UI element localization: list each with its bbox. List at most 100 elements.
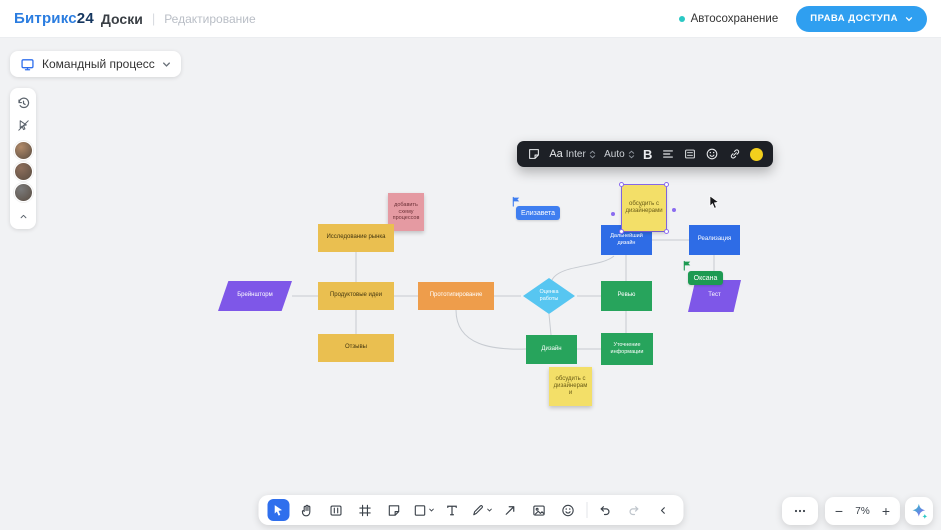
collapse-toolbar-button[interactable] xyxy=(652,499,674,521)
collaborator-avatar-2[interactable] xyxy=(13,162,33,181)
ellipsis-icon xyxy=(794,509,806,513)
top-header: Битрикс24 Доски | Редактирование Автосох… xyxy=(0,0,941,38)
emoji-icon xyxy=(562,504,574,516)
undo-button[interactable] xyxy=(594,499,616,521)
node-label: Уточнение информации xyxy=(610,342,644,355)
shape-tool[interactable] xyxy=(412,499,434,521)
cursor-icon xyxy=(274,504,283,516)
node-label: Ревью xyxy=(617,292,636,299)
chevron-updown-icon xyxy=(628,150,634,158)
redo-icon xyxy=(629,505,639,515)
header-divider: | xyxy=(151,11,156,26)
node-label: обсудить с дизайнерами xyxy=(625,200,663,214)
node-label: Брейншторм xyxy=(237,292,273,299)
image-icon xyxy=(533,504,545,516)
shape-icon xyxy=(414,504,425,516)
ai-assistant-button[interactable] xyxy=(905,497,933,525)
text-tool[interactable] xyxy=(441,499,463,521)
emoji-tool[interactable] xyxy=(557,499,579,521)
node-label: Тест xyxy=(708,292,721,299)
node-work-review[interactable]: Оценка работы xyxy=(523,278,575,314)
node-info-clarify[interactable]: Уточнение информации xyxy=(601,333,653,365)
align-icon xyxy=(662,150,673,158)
align-button[interactable] xyxy=(661,147,675,161)
color-swatch-button[interactable] xyxy=(749,147,763,161)
hide-cursors-button[interactable] xyxy=(15,117,31,133)
collapse-left-toolbar-button[interactable] xyxy=(15,208,31,224)
board-name-selector[interactable]: Командный процесс xyxy=(10,51,181,77)
pen-icon xyxy=(472,504,483,515)
sparkle-icon xyxy=(911,503,927,519)
bitrix24-logo[interactable]: Битрикс24 xyxy=(14,10,94,27)
access-rights-label: ПРАВА ДОСТУПА xyxy=(810,13,898,24)
zoom-out-button[interactable]: − xyxy=(829,500,849,522)
more-options-button[interactable] xyxy=(782,497,818,525)
collaborator-avatar-1[interactable] xyxy=(13,141,33,160)
node-label: Дизайн xyxy=(541,345,562,352)
pen-tool[interactable] xyxy=(470,499,492,521)
zoom-in-button[interactable]: + xyxy=(876,500,896,522)
emoji-icon xyxy=(706,148,718,160)
collaborator-avatar-3[interactable] xyxy=(13,183,33,202)
access-rights-button[interactable]: ПРАВА ДОСТУПА xyxy=(796,5,927,32)
node-label: добавить схему процессов xyxy=(392,202,420,222)
arrow-tool[interactable] xyxy=(499,499,521,521)
selection-handle[interactable] xyxy=(619,182,624,187)
sticky-note-icon xyxy=(529,149,539,159)
board-icon xyxy=(21,58,34,70)
node-implementation[interactable]: Реализация xyxy=(689,225,740,255)
text-icon xyxy=(447,505,457,515)
chevron-down-icon xyxy=(486,508,492,512)
selection-handle[interactable] xyxy=(664,182,669,187)
selection-handle[interactable] xyxy=(619,229,624,234)
hand-tool[interactable] xyxy=(296,499,318,521)
node-label: Оценка работы xyxy=(539,289,559,302)
font-size-select[interactable]: Auto xyxy=(604,149,635,160)
font-select[interactable]: Aa Inter xyxy=(549,148,595,160)
node-prototyping[interactable]: Прототипирование xyxy=(418,282,494,310)
sticker-tool[interactable] xyxy=(383,499,405,521)
sticky-discuss-designers[interactable]: обсудить с дизайнерами xyxy=(549,367,592,406)
node-market-research[interactable]: Исследование рынка xyxy=(318,224,394,252)
chevron-down-icon xyxy=(162,61,170,67)
frame-tool[interactable] xyxy=(354,499,376,521)
node-label: Продуктовые идеи xyxy=(329,292,383,299)
chevron-updown-icon xyxy=(589,150,595,158)
arrow-icon xyxy=(505,505,515,515)
link-button[interactable] xyxy=(728,147,742,161)
node-product-ideas[interactable]: Продуктовые идеи xyxy=(318,282,394,310)
font-sample: Aa xyxy=(549,148,563,160)
node-brainstorm[interactable]: Брейншторм xyxy=(218,281,292,311)
autosave-dot-icon xyxy=(678,15,685,22)
node-review[interactable]: Ревью xyxy=(601,281,652,311)
history-button[interactable] xyxy=(15,95,31,111)
color-swatch xyxy=(749,147,763,161)
text-card-icon xyxy=(685,149,695,159)
link-icon xyxy=(730,149,739,159)
sticky-note-icon xyxy=(388,504,400,516)
redo-button[interactable] xyxy=(623,499,645,521)
node-label: Прототипирование xyxy=(429,292,483,299)
card-text-button[interactable] xyxy=(683,147,697,161)
cursor-pointer-icon xyxy=(708,195,721,210)
selection-handle[interactable] xyxy=(664,229,669,234)
user-tag-oksana[interactable]: Оксана xyxy=(688,271,723,285)
image-tool[interactable] xyxy=(528,499,550,521)
emoji-button[interactable] xyxy=(705,147,719,161)
flag-icon xyxy=(682,260,693,271)
user-tag-elizaveta[interactable]: Елизавета xyxy=(516,206,560,220)
node-test[interactable]: Тест xyxy=(688,280,741,312)
node-design[interactable]: Дизайн xyxy=(526,335,577,364)
sticky-discuss-designers-selected[interactable]: обсудить с дизайнерами xyxy=(619,182,669,234)
chevron-down-icon xyxy=(428,508,434,512)
chevron-up-icon xyxy=(20,214,26,218)
select-tool[interactable] xyxy=(267,499,289,521)
sticker-style-button[interactable] xyxy=(527,147,541,161)
node-label: Дальнейший дизайн xyxy=(610,233,643,246)
sticky-add-scheme[interactable]: добавить схему процессов xyxy=(388,193,424,231)
bold-button[interactable]: B xyxy=(643,146,653,162)
mode-label: Редактирование xyxy=(164,11,256,26)
node-feedback[interactable]: Отзывы xyxy=(318,334,394,362)
board-tool[interactable] xyxy=(325,499,347,521)
